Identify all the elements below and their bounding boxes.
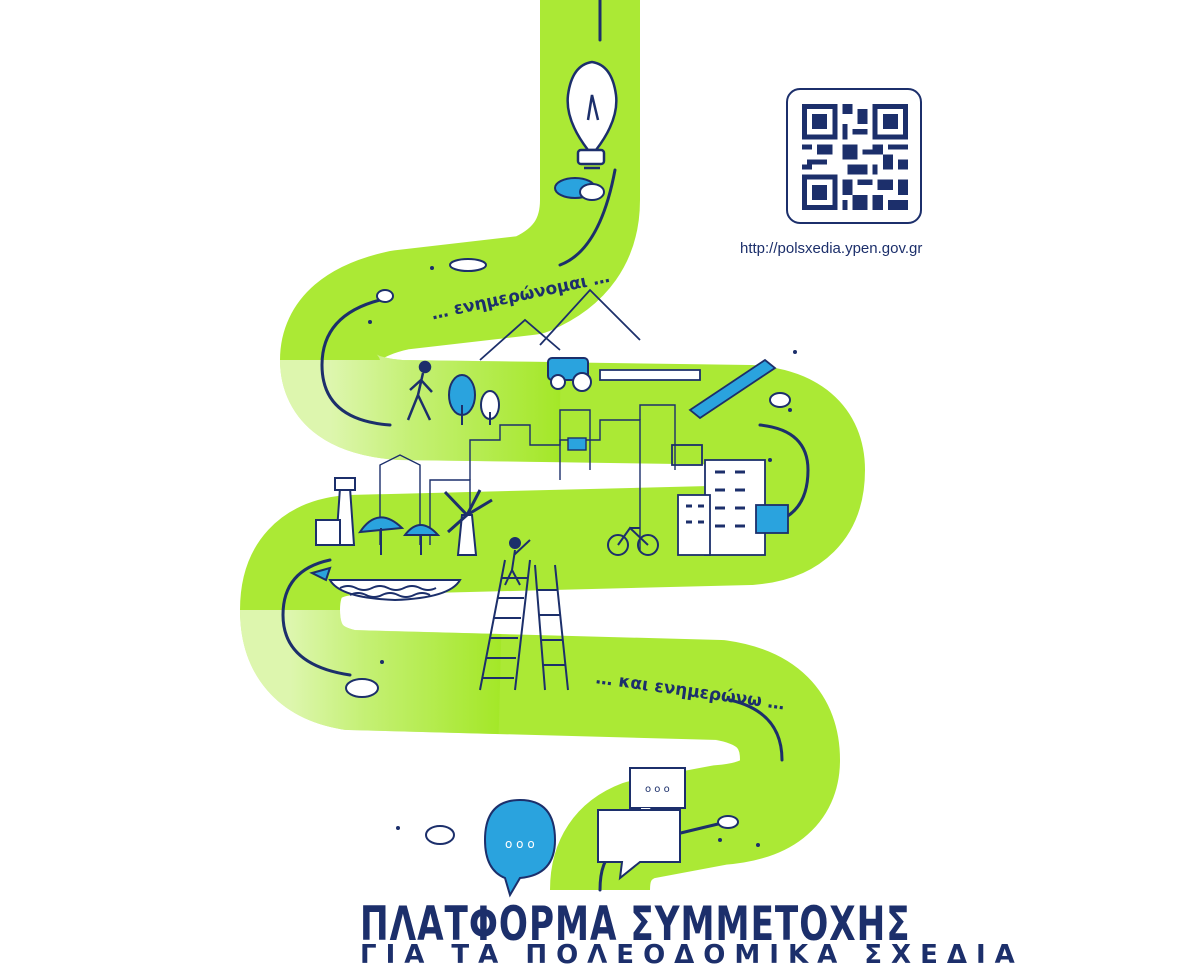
windmill-icon xyxy=(443,489,493,556)
rural-scene xyxy=(479,288,777,420)
building-icon xyxy=(671,444,789,556)
sparkles xyxy=(368,266,797,847)
walking-person-icon xyxy=(406,360,433,421)
poster-subtitle: ΓΙΑ ΤΑ ΠΟΛΕΟΔΟΜΙΚΑ ΣΧΕΔΙΑ xyxy=(360,940,1024,970)
umbrella-icon xyxy=(358,516,441,555)
svg-text:o o o: o o o xyxy=(645,784,670,795)
tractor-icon xyxy=(547,357,592,392)
poster-title: ΠΛΑΤΦΟΡΜΑ ΣΥΜΜΕΤΟΧΗΣ xyxy=(360,896,911,951)
speech-bubble-icon: o o o o o o xyxy=(483,767,686,898)
qr-code-icon xyxy=(802,104,908,210)
sea-waves xyxy=(309,566,462,602)
qr-code[interactable] xyxy=(786,88,922,224)
navy-route-line xyxy=(281,0,810,892)
cloud-icon xyxy=(345,177,791,845)
bicycle-icon xyxy=(607,526,659,556)
platform-url[interactable]: http://polsxedia.ypen.gov.gr xyxy=(740,240,923,257)
city-skyline xyxy=(379,404,676,550)
ladder-icon xyxy=(479,537,569,691)
svg-text:o o o: o o o xyxy=(505,837,535,851)
lighthouse-icon xyxy=(315,477,356,546)
tree-icon xyxy=(448,374,500,425)
light-bulb-icon xyxy=(566,60,618,170)
